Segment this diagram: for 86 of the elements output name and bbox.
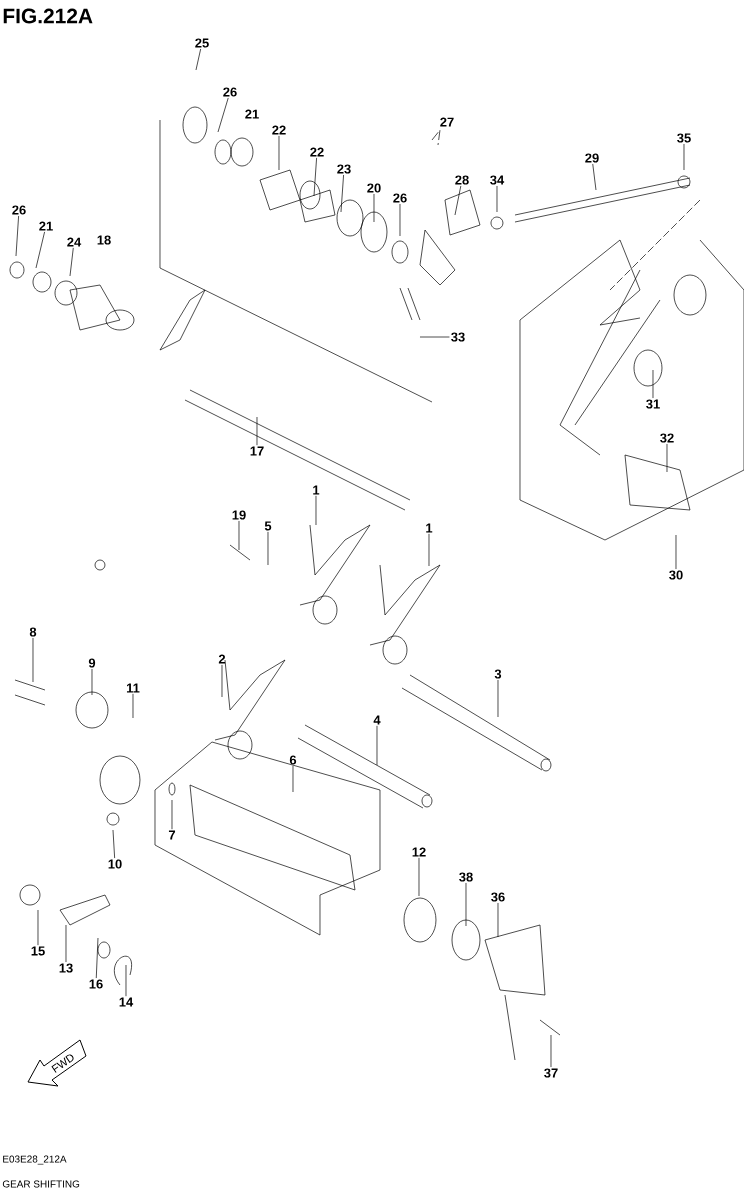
callout-number: 9 bbox=[88, 658, 96, 668]
callout-number: 15 bbox=[31, 946, 45, 956]
leader-line bbox=[35, 231, 45, 269]
callout-number: 23 bbox=[337, 164, 351, 174]
leader-line bbox=[373, 193, 375, 223]
leader-line bbox=[91, 668, 93, 696]
callout-number: 35 bbox=[677, 133, 691, 143]
callout-number: 26 bbox=[393, 193, 407, 203]
callout-number: 3 bbox=[494, 669, 502, 679]
callout-number: 14 bbox=[119, 997, 134, 1007]
leader-line bbox=[292, 765, 294, 793]
callout-number: 36 bbox=[491, 892, 505, 902]
callout-number: 31 bbox=[646, 399, 660, 409]
leader-line bbox=[315, 495, 317, 526]
leader-line bbox=[340, 174, 344, 213]
callout-number: 38 bbox=[459, 872, 473, 882]
leader-line bbox=[683, 143, 685, 171]
callout-number: 1 bbox=[426, 523, 433, 533]
leader-line bbox=[550, 1034, 552, 1068]
leader-line bbox=[32, 637, 34, 683]
callout-number: 1 bbox=[313, 485, 320, 495]
callout-number: 16 bbox=[89, 979, 103, 989]
leader-line bbox=[454, 185, 462, 216]
callout-number: 10 bbox=[108, 859, 122, 869]
leader-line bbox=[497, 679, 499, 718]
leader-line bbox=[69, 247, 74, 277]
callout-number: 11 bbox=[126, 683, 140, 693]
callout-number: 7 bbox=[168, 830, 176, 840]
callout-number: 20 bbox=[367, 183, 381, 193]
callout-number: 25 bbox=[195, 38, 209, 48]
callout-number: 4 bbox=[373, 715, 381, 725]
leader-line bbox=[125, 964, 127, 997]
callout-number: 19 bbox=[232, 510, 246, 520]
leader-line bbox=[195, 48, 202, 71]
leader-line bbox=[238, 520, 240, 551]
callout-number: 34 bbox=[490, 175, 505, 185]
leader-line bbox=[666, 443, 668, 473]
leader-line bbox=[592, 163, 597, 191]
callout-number: 26 bbox=[223, 87, 237, 97]
leader-line bbox=[376, 725, 378, 766]
drawing-code: E03E28_212A bbox=[3, 1155, 67, 1165]
callout-number: 21 bbox=[39, 221, 53, 231]
leader-line bbox=[95, 937, 99, 979]
leader-line bbox=[171, 799, 173, 830]
figure-title: FIG.212A bbox=[3, 8, 93, 24]
leader-line bbox=[313, 157, 317, 197]
callout-number: 32 bbox=[660, 433, 674, 443]
leader-line bbox=[112, 829, 115, 859]
leader-line bbox=[37, 909, 39, 946]
callout-number: 37 bbox=[544, 1068, 558, 1078]
callout-number: 5 bbox=[264, 521, 272, 531]
leader-line bbox=[496, 185, 498, 213]
callout-number: 6 bbox=[289, 755, 297, 765]
callout-number: 21 bbox=[245, 109, 259, 119]
callout-number: 26 bbox=[12, 205, 26, 215]
leader-line bbox=[428, 533, 430, 567]
leader-line bbox=[652, 369, 654, 399]
leader-line bbox=[278, 135, 280, 171]
callout-number: 22 bbox=[272, 125, 286, 135]
callout-number: 27 bbox=[440, 117, 454, 127]
leader-line bbox=[65, 924, 67, 963]
leader-line bbox=[418, 857, 420, 897]
leader-line bbox=[15, 215, 19, 257]
leader-line bbox=[465, 882, 467, 927]
leader-line bbox=[497, 902, 499, 938]
leader-line bbox=[419, 336, 450, 338]
callout-number: 13 bbox=[59, 963, 73, 973]
callout-number: 30 bbox=[669, 570, 683, 580]
callout-number: 2 bbox=[218, 654, 226, 664]
callout-number: 17 bbox=[250, 446, 264, 456]
leader-line bbox=[256, 416, 258, 446]
callout-number: 33 bbox=[451, 332, 465, 342]
callout-number: 22 bbox=[310, 147, 324, 157]
callout-number: 18 bbox=[97, 235, 111, 245]
leader-line bbox=[132, 693, 134, 719]
leader-line bbox=[675, 534, 677, 570]
callout-number: 8 bbox=[29, 627, 37, 637]
caption: GEAR SHIFTING bbox=[2, 1180, 80, 1188]
callout-number: 12 bbox=[412, 847, 426, 857]
leader-line bbox=[399, 203, 401, 237]
callout-number: 24 bbox=[67, 237, 82, 247]
leader-line bbox=[217, 97, 229, 133]
callout-number: 28 bbox=[455, 175, 469, 185]
leader-line bbox=[267, 531, 269, 566]
callout-number: 29 bbox=[585, 153, 599, 163]
leader-line bbox=[221, 664, 223, 698]
